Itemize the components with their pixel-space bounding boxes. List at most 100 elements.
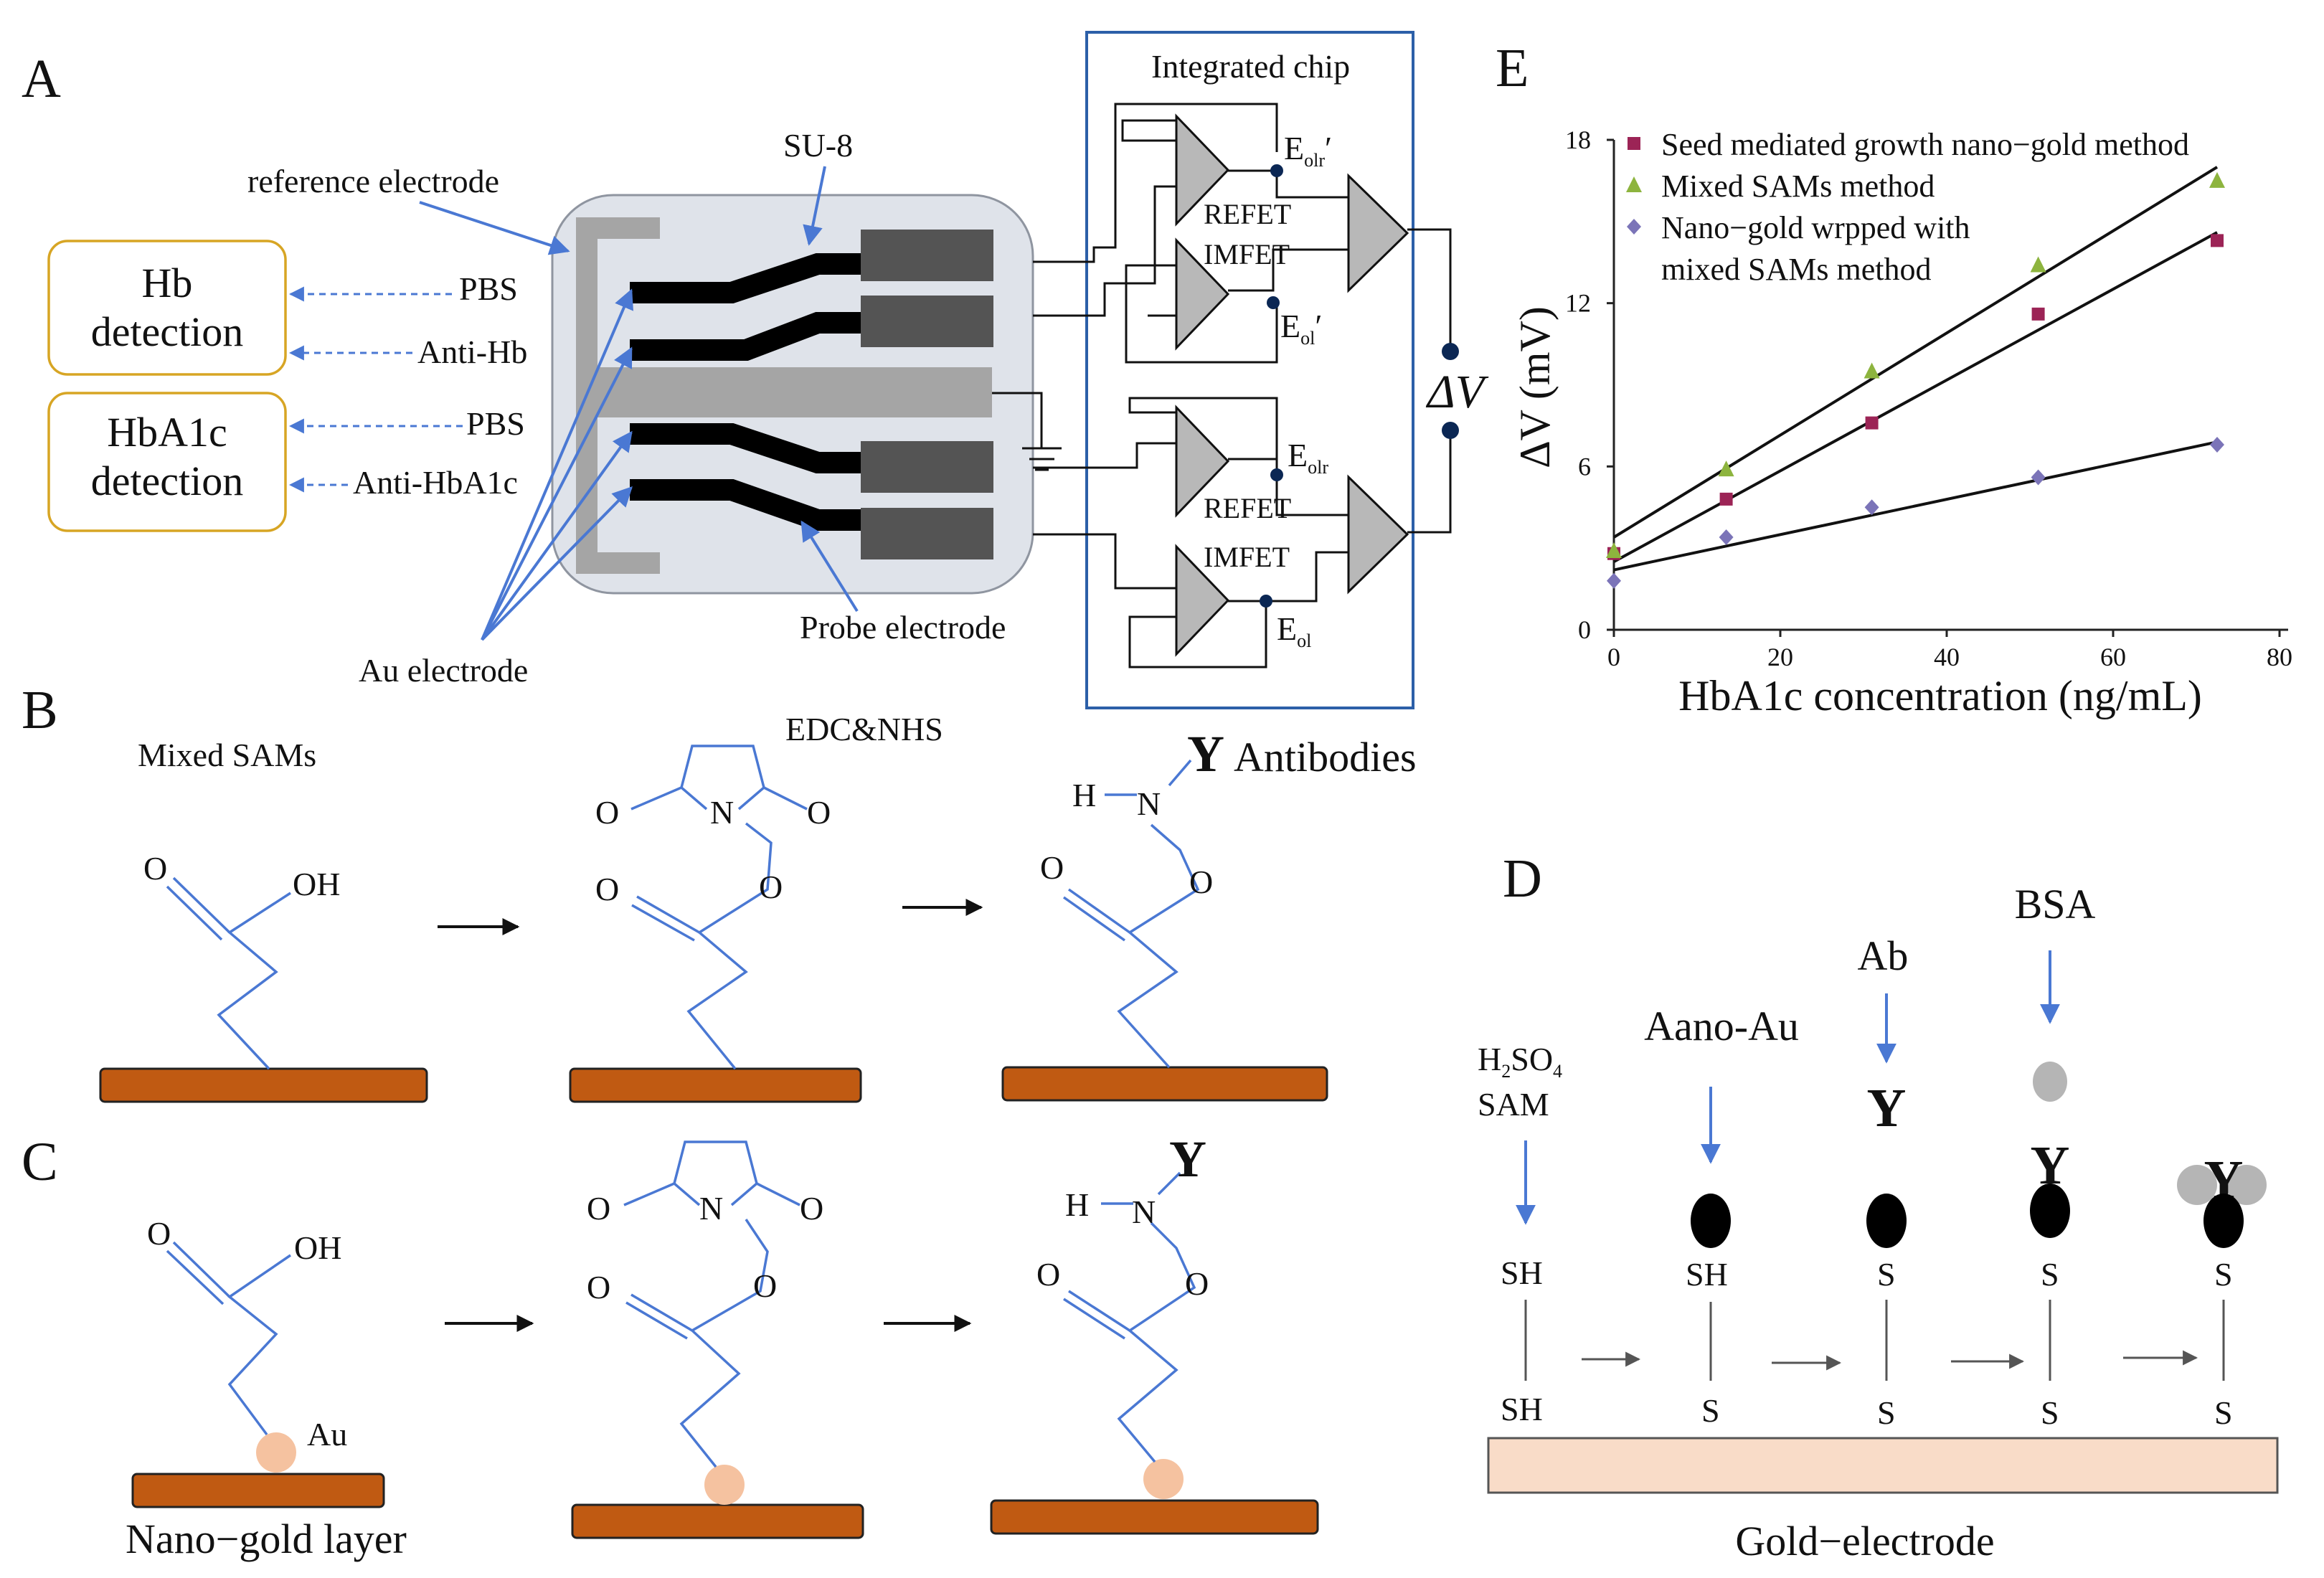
hb-detection-box <box>47 240 287 376</box>
wire-2 <box>1033 185 1176 317</box>
succinimide-ring-b2 <box>680 745 765 811</box>
su8-arrow <box>803 166 826 246</box>
anti-hba1c-label: Anti-HbA1c <box>353 464 518 501</box>
n-c2: N <box>699 1190 723 1227</box>
legend-label-series-3: Nano−gold wrpped with <box>1661 210 1970 245</box>
imide-carbonyls-c2 <box>623 1182 800 1206</box>
node-e-olr <box>1270 468 1283 481</box>
hb-detection-label-2: detection <box>91 308 244 355</box>
refet-opamp-2 <box>1175 405 1230 518</box>
o-carbonyl-b3: O <box>1040 849 1064 886</box>
o-c1: O <box>147 1215 171 1252</box>
data-markers <box>1606 171 2225 589</box>
wire-4 <box>1228 248 1348 292</box>
au-trace-2 <box>630 312 861 361</box>
antibody-link-c3 <box>1157 1171 1181 1196</box>
imfet-opamp-1 <box>1175 237 1230 351</box>
s-bottom-4: S <box>2041 1394 2059 1431</box>
oh-b1: OH <box>293 866 340 902</box>
substrate-c1 <box>131 1473 385 1508</box>
probe-pad-4 <box>861 508 993 559</box>
refet-label-2: REFET <box>1204 492 1291 524</box>
data-point-series-3 <box>1607 572 1621 589</box>
legend-marker-series-3 <box>1627 219 1641 235</box>
x-tick-label: 60 <box>2100 643 2126 671</box>
o-right-b2: O <box>807 794 831 831</box>
carbonyl-c3 <box>1063 1290 1130 1340</box>
chain-c1 <box>227 1254 291 1436</box>
probe-pad-3 <box>861 441 993 493</box>
pbs-label-2: PBS <box>466 405 525 442</box>
data-point-series-2 <box>1718 460 1734 477</box>
b-molecule-2: N O O O O <box>569 745 862 1103</box>
wire-3 <box>1228 169 1348 199</box>
h-b3: H <box>1072 777 1096 813</box>
substrate-b3 <box>1001 1066 1328 1102</box>
imfet-label-2: IMFET <box>1204 541 1290 573</box>
au-arrow-1 <box>481 288 633 641</box>
antibodies-label: Antibodies <box>1234 734 1417 780</box>
reference-electrode-label: reference electrode <box>247 163 499 199</box>
e-olr-label: Eolr <box>1288 437 1328 478</box>
nano-gold-particle-c1 <box>256 1432 296 1473</box>
hb-detection-label-1: Hb <box>142 260 193 306</box>
y-tick-label: 6 <box>1578 452 1591 481</box>
probe-electrode-arrow <box>800 520 859 613</box>
bsa-blocker-right <box>2226 1165 2267 1205</box>
carbonyl-b3 <box>1062 888 1131 942</box>
chain-b1 <box>217 892 291 1070</box>
panel-a-label: A <box>22 49 61 109</box>
carbonyl-b2 <box>631 895 700 942</box>
hba1c-detection-label-2: detection <box>91 458 244 504</box>
x-tick-label: 80 <box>2267 643 2292 671</box>
wire-7 <box>1033 533 1176 590</box>
data-point-series-1 <box>1719 492 1733 506</box>
delta-v-label: ΔV <box>1425 366 1489 418</box>
y-tick-label: 18 <box>1565 126 1591 154</box>
x-tick-label: 0 <box>1607 643 1620 671</box>
chain-b3 <box>1117 823 1200 1069</box>
legend-marker-series-1 <box>1628 137 1640 150</box>
bsa-blocker-left <box>2177 1165 2217 1205</box>
edc-nhs-label: EDC&NHS <box>785 711 943 747</box>
integrated-chip-frame <box>1085 31 1414 709</box>
y-tick-label: 0 <box>1578 615 1591 644</box>
antibody-y-c3: Y <box>1169 1130 1206 1188</box>
fit-line-series-2 <box>1612 166 2219 539</box>
imide-carbonyls-b2 <box>630 786 808 811</box>
substrate-b1 <box>99 1067 428 1103</box>
bsa-label: BSA <box>2015 881 2096 927</box>
carbonyl-c2 <box>625 1293 693 1340</box>
panel-a: A Hb detection HbA1c detection PBS Anti-… <box>22 31 1489 709</box>
chain-c3 <box>1117 1222 1196 1463</box>
data-point-series-3 <box>1864 499 1879 516</box>
nano-au-particle-5 <box>2203 1194 2244 1248</box>
sh-top-2: SH <box>1686 1256 1728 1293</box>
data-point-series-1 <box>2211 234 2224 247</box>
reference-electrode-arrow <box>419 201 570 255</box>
au-label: Au <box>307 1416 347 1452</box>
o-left-c2: O <box>587 1190 610 1227</box>
refet-opamp-1 <box>1175 113 1230 227</box>
diff-opamp-1 <box>1347 173 1409 293</box>
substrate-b2 <box>569 1067 862 1103</box>
data-point-series-2 <box>2030 256 2046 273</box>
sh-bottom-1: SH <box>1501 1391 1543 1427</box>
x-axis-title: HbA1c concentration (ng/mL) <box>1678 672 2202 719</box>
imfet-opamp-2 <box>1175 544 1230 657</box>
c-molecule-2: N O O O O <box>571 1140 864 1539</box>
data-point-series-3 <box>2031 469 2046 486</box>
au-trace-3 <box>630 423 861 473</box>
c-molecule-3: H N O O Y <box>990 1130 1319 1535</box>
y-tick-label: 12 <box>1565 289 1591 318</box>
panel-d-label: D <box>1503 849 1542 909</box>
h2so4-label: H2SO4 <box>1478 1041 1562 1082</box>
e-ol-prime-label: Eol′ <box>1280 308 1322 349</box>
node-e-olr-prime <box>1270 164 1283 177</box>
panel-d: D Gold−electrode H2SO4 SAM SH SH Aano-Au… <box>1478 849 2279 1564</box>
panel-b-label: B <box>22 680 58 740</box>
fit-line-series-3 <box>1613 440 2218 572</box>
o-carbonyl-b2: O <box>595 871 619 907</box>
